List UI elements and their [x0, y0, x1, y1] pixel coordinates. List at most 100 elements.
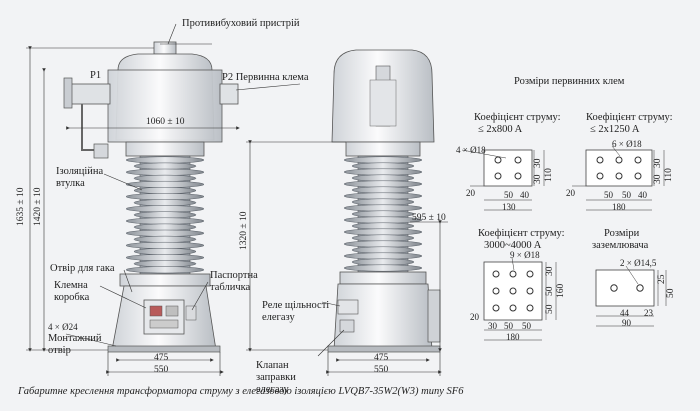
insulator-shed	[125, 156, 205, 164]
ground-holes: 2 × Ø14,5	[620, 258, 657, 268]
insulator-shed	[351, 186, 415, 194]
t3-d50a: 50	[545, 286, 555, 297]
t2-holes: 6 × Ø18	[612, 139, 642, 149]
insulating-bushing	[125, 155, 205, 277]
t3-d30b: 30	[488, 321, 497, 331]
t3-range: 3000~4000 A	[484, 240, 542, 251]
dim-base-inner-side: 475	[374, 353, 389, 363]
ground-d90: 90	[622, 318, 631, 328]
t1-holes: 4 × Ø18	[456, 145, 486, 155]
ground-d25: 25	[657, 274, 667, 285]
t2-d180: 180	[612, 202, 626, 212]
t3-holes: 9 × Ø18	[510, 250, 540, 260]
grounding-plate	[595, 265, 667, 327]
side-dimensions	[246, 140, 448, 376]
t3-d180: 180	[506, 332, 520, 342]
ground-d23: 23	[644, 308, 653, 318]
dim-height-total: 1635 ± 10	[16, 187, 26, 226]
label-insulating-bushing: Ізоляційна втулка	[56, 166, 104, 189]
insulator-shed	[351, 198, 415, 206]
ground-d44: 44	[620, 308, 629, 318]
dim-base-outer-front: 550	[154, 365, 169, 375]
front-dimensions	[26, 43, 240, 376]
dim-base-outer-side: 550	[374, 365, 389, 375]
t2-d50b: 50	[622, 190, 631, 200]
t3-coef: Коефіцієнт струму:	[478, 228, 565, 239]
t2-range: ≤ 2x1250 A	[590, 124, 640, 135]
insulator-shed	[125, 205, 205, 213]
t3-d50d: 50	[522, 321, 531, 331]
t2-d50a: 50	[604, 190, 613, 200]
insulator-shed	[125, 266, 205, 274]
insulator-shed	[133, 223, 197, 231]
ground-d50: 50	[666, 288, 676, 299]
insulator-shed	[133, 187, 197, 194]
t1-d110: 110	[544, 168, 554, 182]
side-base	[333, 283, 433, 351]
t1-d30a: 30	[533, 158, 543, 169]
insulator-shed	[343, 180, 423, 188]
t2-d110: 110	[664, 168, 674, 182]
terminals-title: Розміри первинних клем	[514, 76, 625, 87]
t2-coef: Коефіцієнт струму:	[586, 112, 673, 123]
t2-d40: 40	[638, 190, 647, 200]
t3-d50c: 50	[504, 321, 513, 331]
t3-d20: 20	[470, 312, 479, 322]
dim-height-side: 1320 ± 10	[239, 211, 249, 250]
insulator-shed	[125, 241, 205, 249]
t1-d20: 20	[466, 188, 475, 198]
label-lifting-hole: Отвір для гака	[50, 263, 115, 274]
label-terminal-box: Клемна коробка	[54, 280, 90, 303]
label-p2: P2 Первинна клема	[222, 72, 309, 83]
ground-title1: Розміри	[604, 228, 640, 239]
t3-d30: 30	[545, 266, 555, 277]
t1-d30b: 30	[533, 174, 543, 185]
insulator-shed	[125, 180, 205, 188]
insulator-shed	[351, 210, 415, 218]
t1-d130: 130	[502, 202, 516, 212]
insulator-shed	[351, 258, 415, 266]
insulator-shed	[343, 168, 423, 176]
insulator-shed	[351, 174, 415, 182]
label-gas-relay: Реле щільності елегазу	[262, 300, 330, 323]
insulator-shed	[343, 252, 423, 260]
terminal-plate-2	[572, 145, 665, 211]
terminal-plate-1	[461, 149, 545, 211]
ground-title2: заземлювача	[592, 240, 649, 251]
insulator-shed	[351, 222, 415, 230]
dim-side-offset: 595 ± 10	[412, 213, 446, 223]
gas-density-relay	[337, 299, 359, 315]
insulator-shed	[133, 162, 197, 170]
insulator-shed	[343, 204, 423, 212]
insulator-shed	[125, 168, 205, 176]
insulator-shed	[343, 228, 423, 236]
insulator-shed	[133, 174, 197, 182]
terminal-p1	[69, 83, 111, 105]
label-anti-explosion: Противибуховий пристрій	[182, 18, 300, 29]
t1-range: ≤ 2x800 A	[478, 124, 523, 135]
drawing-caption: Габаритне креслення трансформатора струм…	[18, 386, 464, 397]
insulator-shed	[343, 240, 423, 248]
insulator-shed	[125, 217, 205, 225]
insulator-shed	[133, 199, 197, 207]
insulator-shed	[351, 246, 415, 254]
insulator-shed	[351, 162, 415, 170]
insulator-shed	[125, 254, 205, 262]
terminal-plate-3	[483, 257, 557, 341]
label-mounting-hole-count: 4 × Ø24	[48, 322, 78, 332]
insulator-shed	[133, 211, 197, 219]
insulator-shed	[343, 264, 423, 272]
insulator-shed	[343, 156, 423, 164]
insulator-shed	[133, 248, 197, 255]
insulator-shed	[351, 234, 415, 242]
insulator-shed	[133, 235, 197, 243]
t2-d30a: 30	[653, 158, 663, 169]
label-p1: P1	[90, 70, 102, 81]
insulator-shed	[125, 229, 205, 237]
t1-d50: 50	[504, 190, 513, 200]
insulator-shed	[125, 193, 205, 201]
t3-d50b: 50	[545, 304, 555, 315]
t1-d40: 40	[520, 190, 529, 200]
